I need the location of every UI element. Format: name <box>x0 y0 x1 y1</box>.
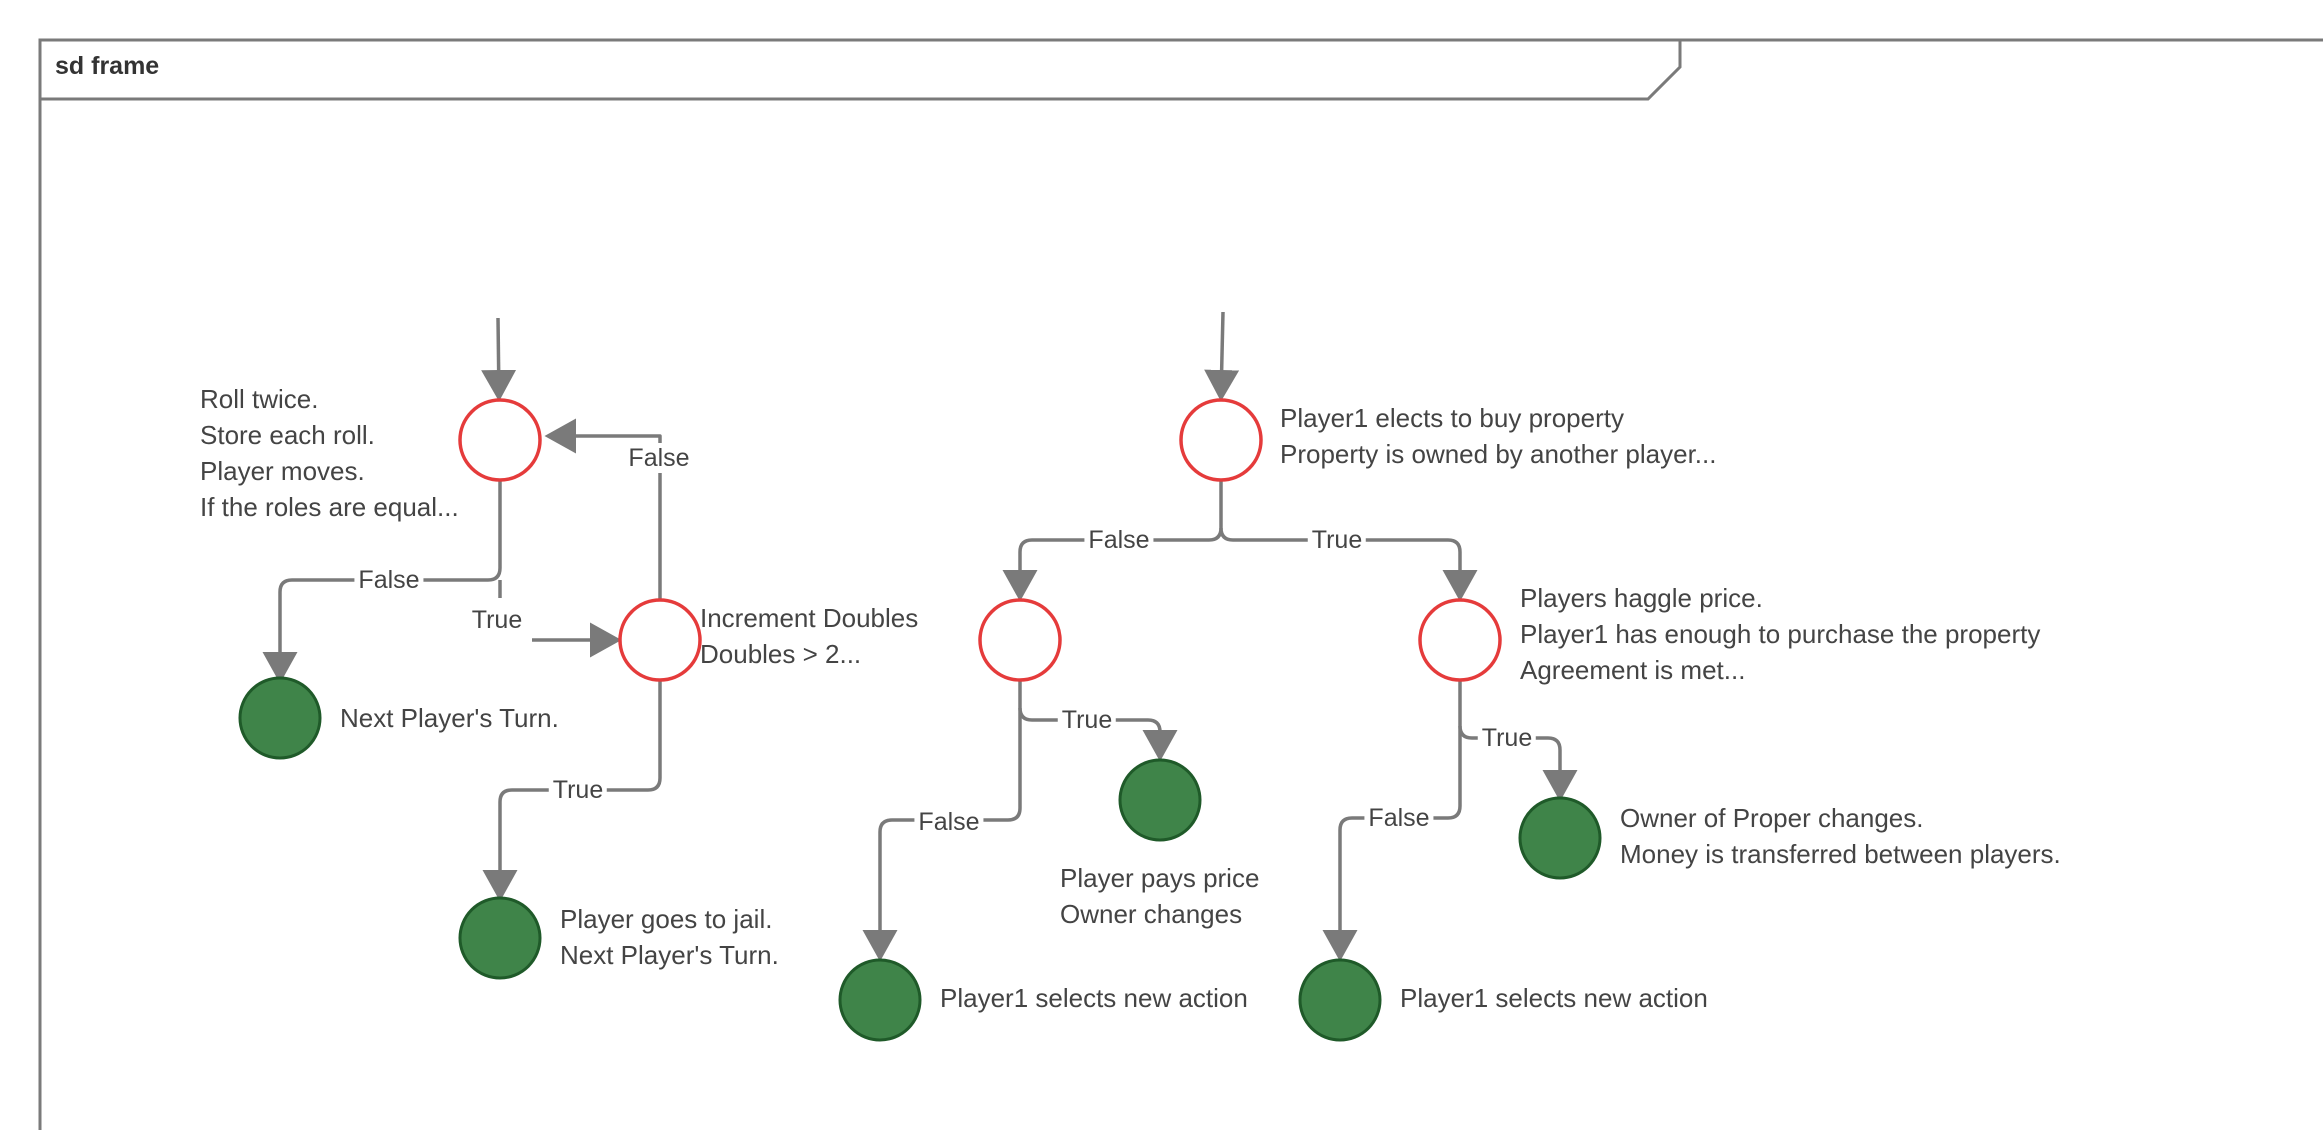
note-line: Player1 elects to buy property <box>1280 403 1624 433</box>
note-line: If the roles are equal... <box>200 492 459 522</box>
note-owner-changes: Owner of Proper changes. Money is transf… <box>1620 800 2061 872</box>
edge-label-roll-false: False <box>354 565 424 595</box>
edge-label-doubles-true: True <box>548 775 608 805</box>
terminal-owner-changes-node[interactable] <box>1518 796 1602 880</box>
note-line: Player1 selects new action <box>940 983 1248 1013</box>
terminal-new-action-1-node[interactable] <box>838 958 922 1042</box>
note-roll: Roll twice. Store each roll. Player move… <box>200 381 459 525</box>
note-line: Money is transferred between players. <box>1620 839 2061 869</box>
decision-doubles-node[interactable] <box>618 598 702 682</box>
note-line: Store each roll. <box>200 420 375 450</box>
note-next-turn: Next Player's Turn. <box>340 700 559 736</box>
note-line: Player1 selects new action <box>1400 983 1708 1013</box>
note-line: Player1 has enough to purchase the prope… <box>1520 619 2041 649</box>
note-increment: Increment Doubles Doubles > 2... <box>700 600 918 672</box>
note-line: Agreement is met... <box>1520 655 1746 685</box>
edge-doubles-false <box>544 418 662 600</box>
edge-label-haggle-false: False <box>1364 803 1434 833</box>
note-line: Player pays price <box>1060 863 1260 893</box>
note-haggle: Players haggle price. Player1 has enough… <box>1520 580 2040 688</box>
note-line: Players haggle price. <box>1520 583 1763 613</box>
frame-title-tab <box>40 40 1682 101</box>
note-line: Doubles > 2... <box>700 639 862 669</box>
note-line: Property is owned by another player... <box>1280 439 1717 469</box>
note-line: Next Player's Turn. <box>340 703 559 733</box>
note-line: Owner changes <box>1060 899 1243 929</box>
note-jail: Player goes to jail. Next Player's Turn. <box>560 901 779 973</box>
note-line: Player moves. <box>200 456 365 486</box>
decision-roll-node[interactable] <box>458 398 542 482</box>
note-line: Owner of Proper changes. <box>1620 803 1924 833</box>
note-pays: Player pays price Owner changes <box>1060 860 1259 932</box>
terminal-pays-node[interactable] <box>1118 758 1202 842</box>
note-line: Next Player's Turn. <box>560 940 779 970</box>
sd-frame <box>38 38 2323 1130</box>
edge-label-left-true: True <box>1057 705 1117 735</box>
note-line: Increment Doubles <box>700 603 919 633</box>
note-line: Roll twice. <box>200 384 319 414</box>
start-arrow-right <box>1204 311 1240 402</box>
edge-label-buy-false: False <box>1084 525 1154 555</box>
edge-haggle-false <box>1322 726 1462 962</box>
edge-label-haggle-true: True <box>1477 723 1537 753</box>
note-new-action-2: Player1 selects new action <box>1400 980 1708 1016</box>
terminal-jail-node[interactable] <box>458 896 542 980</box>
terminal-new-action-2-node[interactable] <box>1298 958 1382 1042</box>
note-new-action-1: Player1 selects new action <box>940 980 1248 1016</box>
frame-title: sd frame <box>55 52 160 80</box>
edge-buy-true <box>1219 527 1478 602</box>
terminal-next-turn-node[interactable] <box>238 676 322 760</box>
note-buy: Player1 elects to buy property Property … <box>1280 400 1716 472</box>
edge-label-roll-true: True <box>467 605 527 635</box>
edge-label-doubles-false: False <box>624 443 694 473</box>
decision-haggle-node[interactable] <box>1418 598 1502 682</box>
note-line: Player goes to jail. <box>560 904 773 934</box>
edge-label-left-false: False <box>914 807 984 837</box>
decision-buy-node[interactable] <box>1179 398 1263 482</box>
edge-label-buy-true: True <box>1307 525 1367 555</box>
start-arrow-left <box>481 317 517 402</box>
decision-left-node[interactable] <box>978 598 1062 682</box>
frame-border <box>38 38 2323 1130</box>
